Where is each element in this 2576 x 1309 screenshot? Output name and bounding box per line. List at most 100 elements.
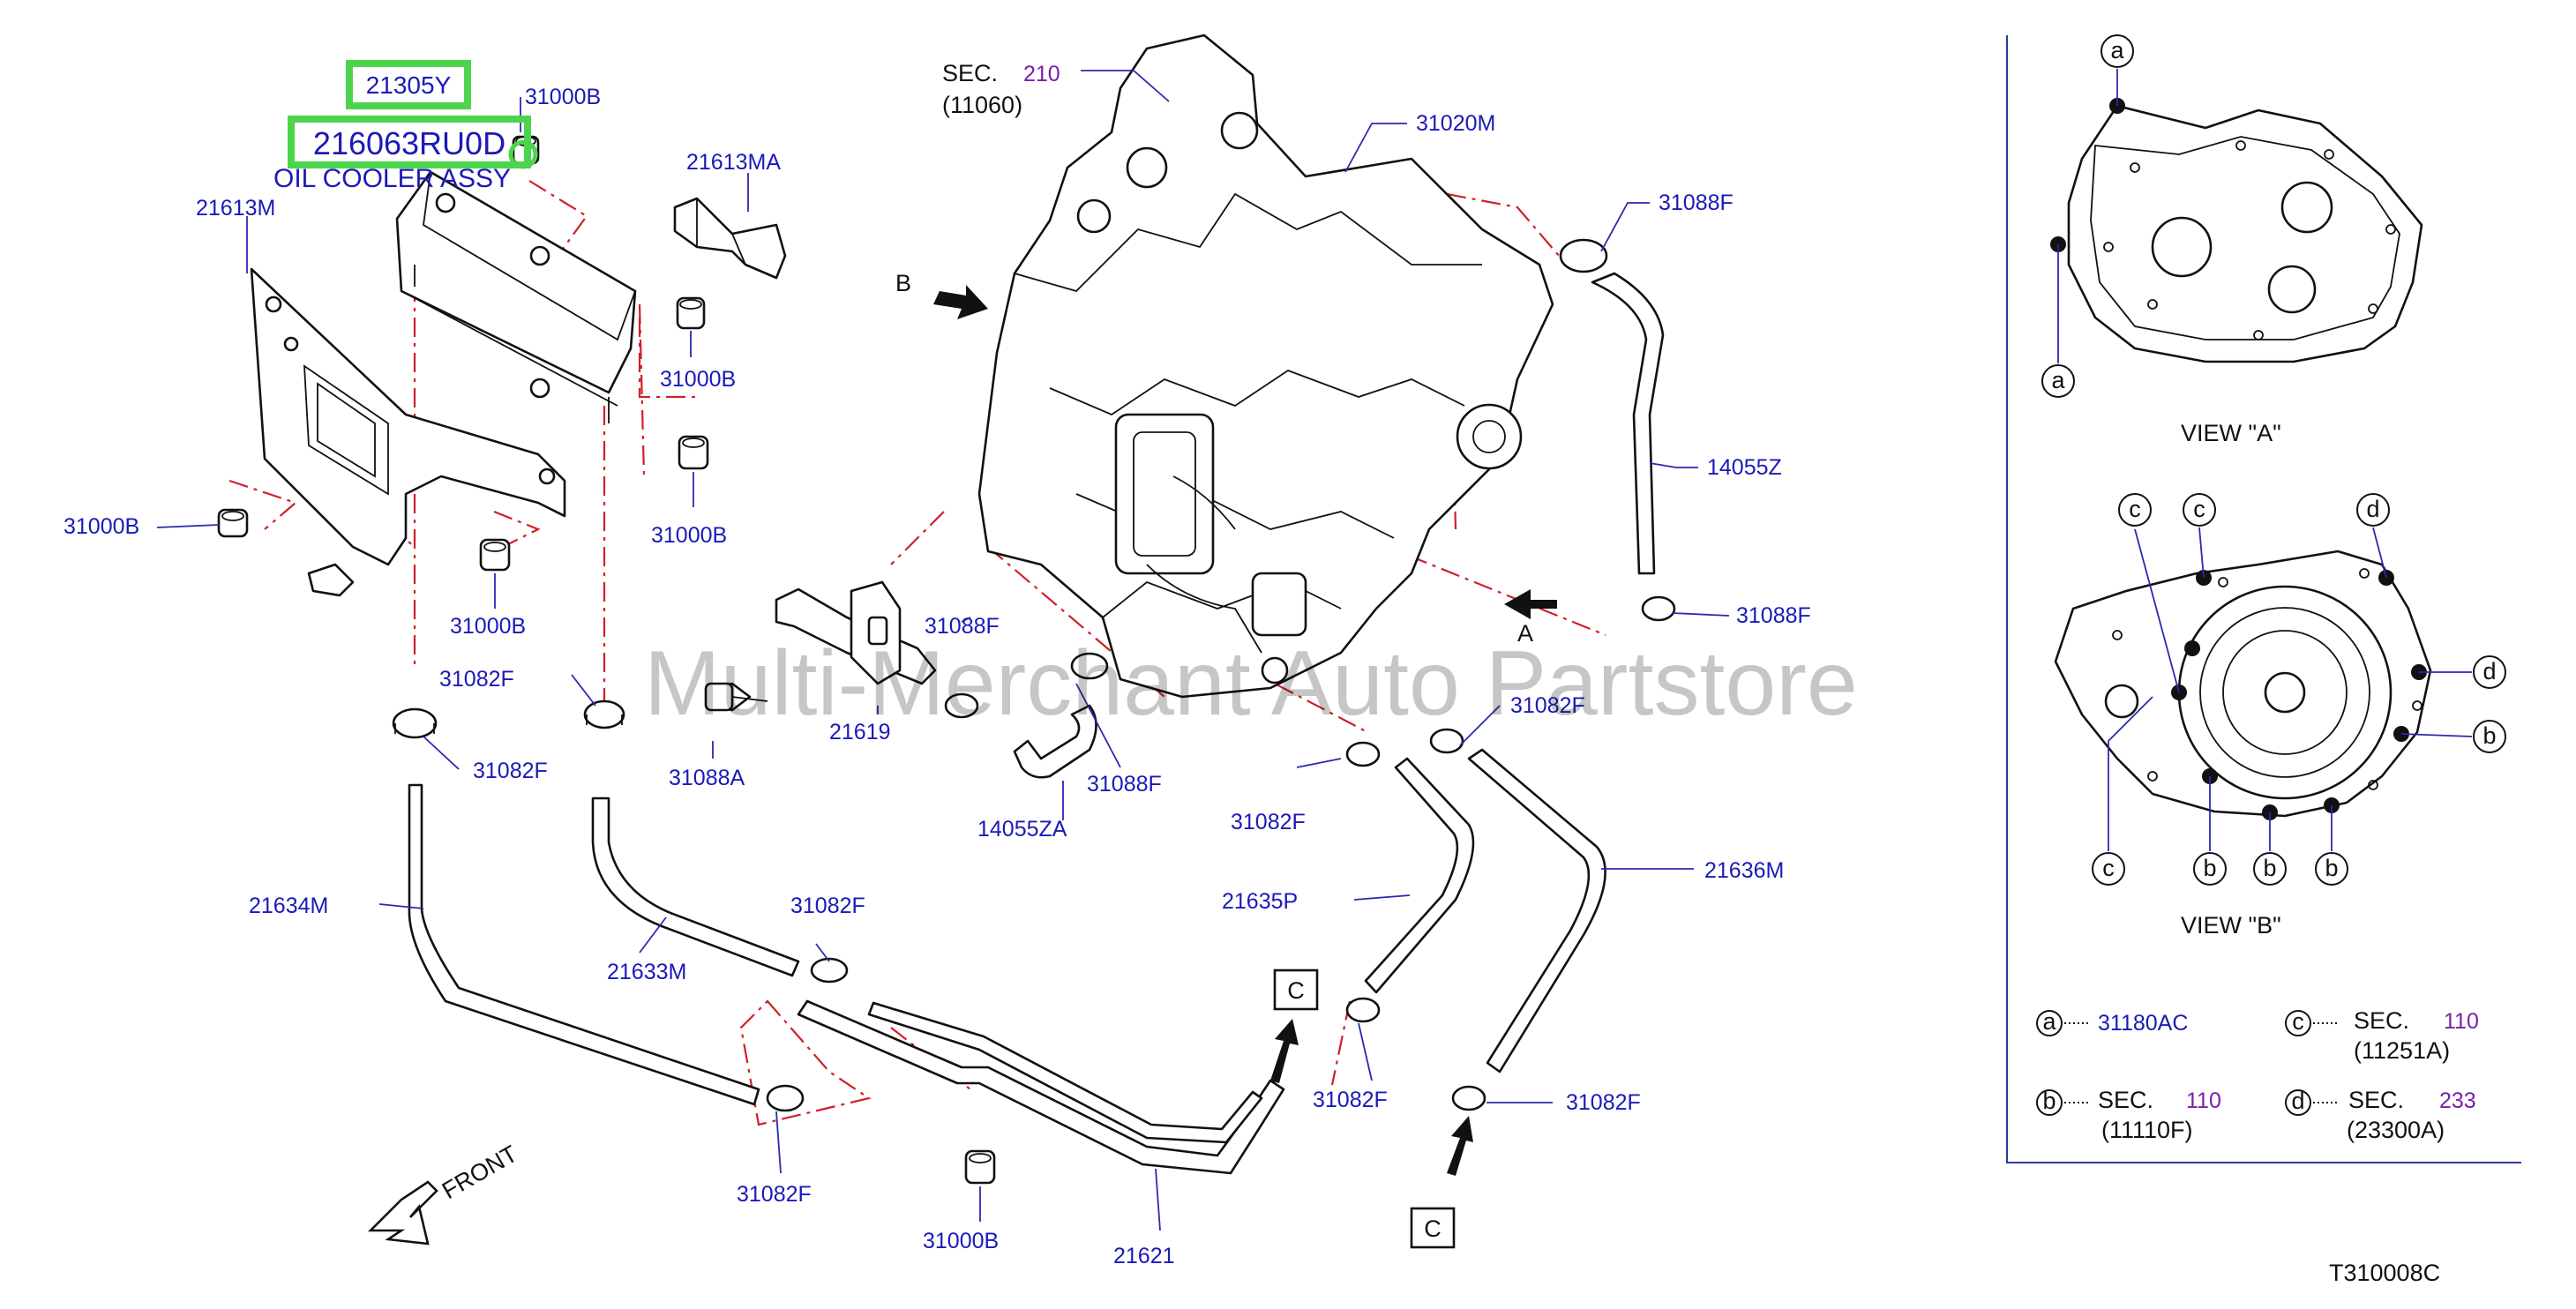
part-number-21305y: 21305Y [366,71,452,99]
legend: a 31180AC c SEC. 110 (11251A) b SEC. 110… [2036,1007,2479,1143]
label-c-left: C [1287,977,1305,1004]
clamp-31088f-left [944,692,979,719]
label-31000b-mid: 31000B [660,367,736,392]
legend-item-d: d SEC. 233 (23300A) [2285,1087,2476,1143]
transaxle-31020m [977,34,1554,699]
svg-text:110: 110 [2444,1009,2479,1034]
clamp-right-1 [1345,997,1381,1023]
label-c-right: C [1424,1216,1442,1242]
svg-text:b: b [2263,855,2276,881]
nut-31000b-mid [676,296,706,330]
drawing-code: T310008C [2329,1260,2440,1286]
box-c-left: C [1273,969,1319,1011]
label-sec-top-number: 210 [1023,62,1060,86]
label-31000b-left: 31000B [64,514,139,539]
svg-text:110: 110 [2186,1088,2221,1113]
watermark: Multi-Merchant Auto Partstore [644,632,1858,735]
svg-text:a: a [2042,1008,2056,1035]
label-31000b-right: 31000B [651,523,727,548]
clamp-31088f-top [1559,238,1608,273]
label-sec-top-code: (11060) [942,92,1022,118]
label-31000b-lower: 31000B [450,614,526,639]
label-21634m: 21634M [249,894,328,918]
callout-a-bottom: a [2041,244,2075,398]
svg-text:b: b [2325,855,2338,881]
svg-text:(23300A): (23300A) [2347,1117,2445,1143]
label-31082f-right-2: 31082F [1566,1090,1641,1115]
clamp-31088f-right [1641,595,1676,622]
svg-text:SEC.: SEC. [2348,1087,2404,1113]
clamp-mid-1 [1345,741,1381,767]
hoses [408,272,1665,1175]
label-31088f-right: 31088F [1736,603,1811,628]
leaders [156,70,1730,1231]
clamp-right-2 [1451,1085,1486,1111]
label-sec-top: SEC. [942,60,998,86]
nut-31000b-bottom [964,1149,996,1185]
bracket-21613ma [673,197,787,280]
highlight-21305y[interactable]: 21305Y [346,60,471,109]
part-labels: 31000B 21613MA 21613M 31000B 31000B 3100… [64,60,1811,1268]
part-number-216063ru0d: 216063RU0D [313,125,505,161]
label-31082f-mid-2: 31082F [1510,693,1585,718]
svg-text:SEC.: SEC. [2098,1087,2153,1113]
label-31088f-lower: 31088F [1087,772,1162,797]
clamp-left-2 [583,699,625,729]
label-front: FRONT [438,1141,522,1204]
legend-item-c: c SEC. 110 (11251A) [2285,1007,2479,1064]
label-21613ma: 21613MA [686,150,781,175]
svg-text:d: d [2366,496,2379,522]
clamp-left-1 [392,707,438,739]
nut-31000b-lower [479,538,511,572]
nut-31000b-right [678,435,709,470]
highlight-marker-ring [508,139,538,169]
label-31088f-left: 31088F [925,614,1000,639]
label-14055za: 14055ZA [977,817,1067,842]
view-b-callouts: c c d d b c b b b [2092,493,2506,886]
view-b-title: VIEW "B" [2181,912,2281,939]
svg-text:c: c [2129,496,2141,522]
svg-text:c: c [2193,496,2205,522]
view-arrow-a [1504,589,1557,619]
caption-oil-cooler-assy: OIL COOLER ASSY [273,164,511,193]
label-arrow-b: B [895,270,911,296]
nut-31000b-left [217,508,249,538]
view-a-title: VIEW "A" [2181,420,2281,446]
label-arrow-a: A [1517,620,1533,647]
clamp-lower-2 [766,1084,805,1112]
label-31082f-mid-1: 31082F [1231,810,1306,834]
label-21613m: 21613M [196,196,275,221]
label-14055z: 14055Z [1707,455,1782,480]
view-a-housing [2050,98,2423,363]
label-31082f-left-2: 31082F [473,759,548,783]
oil-cooler-assy [395,170,637,423]
view-arrow-b [933,285,988,319]
svg-text:a: a [2110,37,2124,64]
label-31082f-lower-1: 31082F [790,894,865,918]
svg-text:d: d [2482,658,2496,684]
panel-border [2006,35,2521,1163]
view-b-housing [2054,550,2432,820]
arrow-c-left [1270,1019,1299,1083]
label-21633m: 21633M [607,960,686,984]
svg-text:c: c [2102,855,2115,881]
clamp-lower-1 [810,957,849,984]
svg-text:b: b [2482,722,2496,749]
callout-a-top: a [2100,34,2134,106]
side-panel: a a VIEW "A" [2006,34,2521,1163]
label-31088f-top: 31088F [1659,191,1734,215]
box-c-right: C [1410,1207,1456,1249]
clamp-mid-2 [1429,728,1464,754]
label-21635p: 21635P [1222,889,1298,914]
highlight-216063ru0d[interactable]: 216063RU0D [288,116,531,168]
dot-c-1 [2184,640,2200,656]
label-31082f-lower-2: 31082F [737,1182,812,1207]
svg-text:SEC.: SEC. [2354,1007,2409,1034]
label-31082f-right-1: 31082F [1313,1088,1388,1112]
svg-text:d: d [2291,1088,2304,1114]
svg-text:a: a [2051,367,2065,393]
pipe-21619 [708,580,937,712]
svg-text:(11110F): (11110F) [2101,1117,2193,1143]
svg-text:233: 233 [2439,1088,2476,1113]
